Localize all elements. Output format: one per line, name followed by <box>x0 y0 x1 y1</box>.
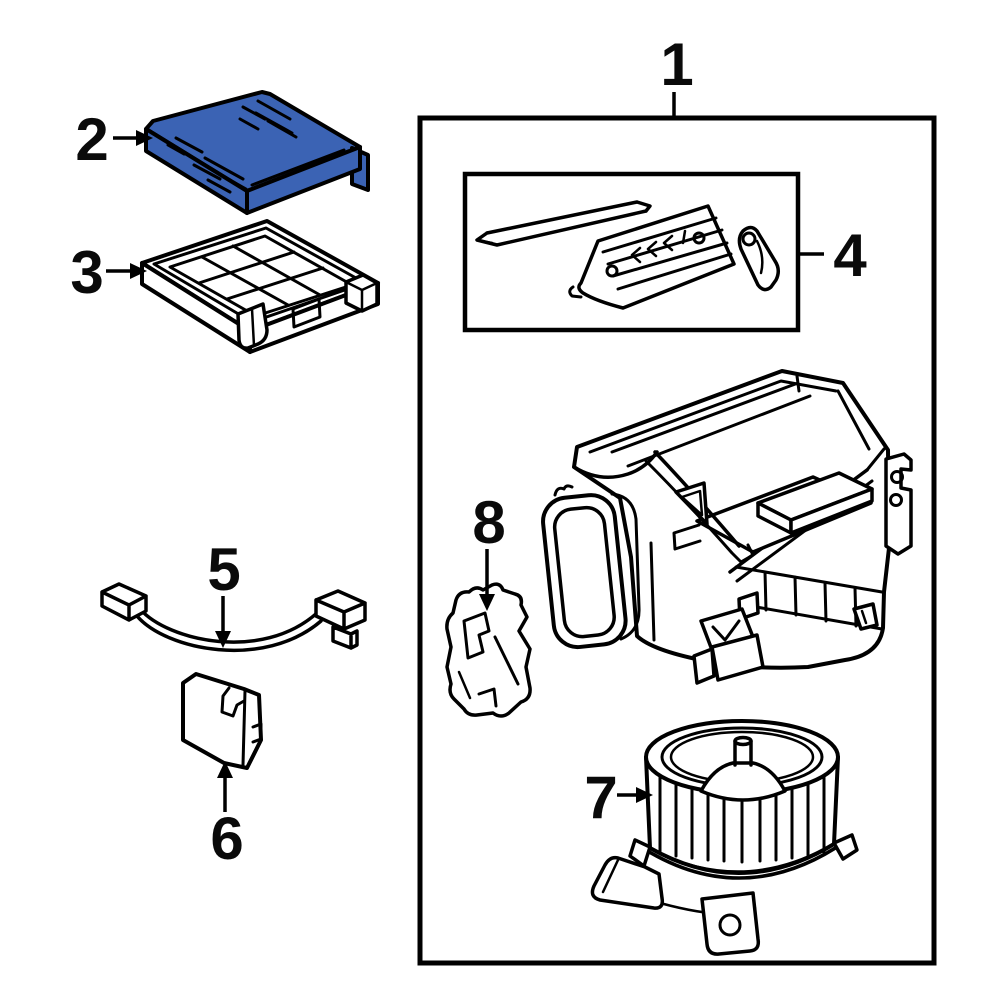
harness-connector-right <box>314 589 367 631</box>
motor-shaft <box>733 739 753 767</box>
filter-case-tray-drawing <box>140 219 380 354</box>
lever-hole <box>741 231 757 247</box>
damper-door-drawing <box>568 204 736 310</box>
foot-bolt-hole <box>718 913 742 937</box>
callout-6-label: 6 <box>210 805 243 872</box>
callout-6: 6 <box>210 761 244 872</box>
callout-5-label: 5 <box>207 536 240 603</box>
bolt-hole <box>889 493 903 507</box>
callout-7: 7 <box>584 764 653 831</box>
bolt-hole <box>890 470 904 484</box>
callout-4-label: 4 <box>833 222 867 289</box>
callout-6-arrowhead <box>217 761 233 778</box>
callout-4: 4 <box>800 222 867 289</box>
tray-front-slot <box>291 297 322 329</box>
callout-2-label: 2 <box>75 106 108 173</box>
callout-7-label: 7 <box>584 764 617 831</box>
motor-foot <box>590 855 665 910</box>
wiring-harness-drawing <box>100 582 367 652</box>
seal-strip-drawing <box>475 200 652 247</box>
blower-motor-fan-drawing <box>590 719 859 956</box>
drain-connector <box>710 633 765 682</box>
filter-front-face <box>245 145 362 215</box>
harness-cable <box>135 607 323 652</box>
callout-8: 8 <box>472 489 506 611</box>
motor-tab <box>832 833 859 861</box>
callout-5: 5 <box>207 536 241 648</box>
callout-3-label: 3 <box>70 239 103 306</box>
damper-parts-kit-box <box>462 171 801 333</box>
fan-slats <box>658 772 826 864</box>
callout-8-arrowhead <box>479 594 495 611</box>
callout-2-arrowhead <box>136 130 153 146</box>
callout-1: 1 <box>660 31 694 118</box>
hvac-blower-housing-drawing <box>541 369 913 685</box>
harness-connector-left <box>100 582 148 622</box>
inlet-ring <box>541 493 628 650</box>
tray-grid-lines <box>197 244 325 307</box>
damper-pivot-hole <box>605 264 619 278</box>
cover-gasket-plate-drawing <box>445 582 532 718</box>
callout-8-label: 8 <box>472 489 505 556</box>
cabin-air-filter-drawing <box>144 90 370 215</box>
blower-resistor-module-drawing <box>181 672 263 770</box>
callout-3-arrowhead <box>130 263 147 279</box>
damper-pivot-hole <box>692 231 706 245</box>
motor-foot <box>700 891 761 956</box>
filter-pleat-lines <box>166 99 346 194</box>
callout-1-label: 1 <box>660 31 693 98</box>
callout-2: 2 <box>75 106 153 173</box>
callout-7-arrowhead <box>636 787 653 803</box>
callout-5-arrowhead <box>215 631 231 648</box>
callout-3: 3 <box>70 239 147 306</box>
lever-arm-drawing <box>737 225 780 292</box>
motor-tab <box>628 838 652 868</box>
